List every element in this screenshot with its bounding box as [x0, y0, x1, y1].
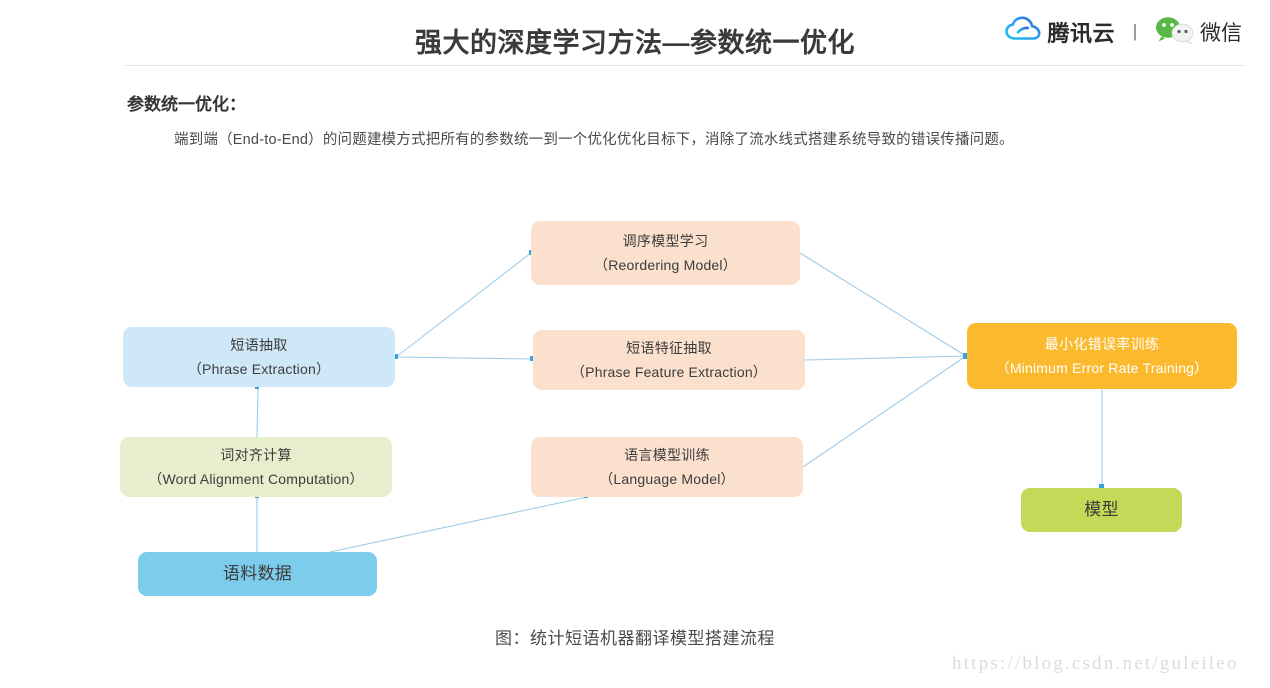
- section-heading: 参数统一优化：: [127, 95, 246, 114]
- node-phrase-feature-extraction[interactable]: 短语特征抽取 （Phrase Feature Extraction）: [533, 330, 805, 390]
- node-label-en: （Language Model）: [599, 471, 735, 487]
- node-language-model[interactable]: 语言模型训练 （Language Model）: [531, 437, 803, 497]
- header-divider: [125, 65, 1245, 66]
- brand-area: 腾讯云 丨 微信: [1005, 12, 1242, 52]
- figure-caption: 图：统计短语机器翻译模型搭建流程: [495, 629, 775, 648]
- node-label-en: （Phrase Extraction）: [187, 361, 331, 377]
- edge-corpus-to-language-model: [329, 496, 588, 553]
- node-label-cn: 语言模型训练: [624, 446, 710, 463]
- slide-header: 强大的深度学习方法—参数统一优化 腾讯云 丨: [0, 0, 1270, 66]
- node-word-alignment-computation[interactable]: 词对齐计算 （Word Alignment Computation）: [120, 437, 392, 497]
- tencent-cloud-label: 腾讯云: [1047, 21, 1115, 46]
- section-paragraph: 端到端（End-to-End）的问题建模方式把所有的参数统一到一个优化优化目标下…: [174, 132, 1014, 148]
- node-minimum-error-rate-training[interactable]: 最小化错误率训练 （Minimum Error Rate Training）: [967, 323, 1237, 389]
- wechat-brand: 微信: [1153, 15, 1242, 50]
- node-label-cn: 词对齐计算: [220, 446, 292, 463]
- node-reordering-model[interactable]: 调序模型学习 （Reordering Model）: [531, 221, 800, 285]
- edge-phrase-extraction-to-reordering: [395, 252, 532, 358]
- watermark: https://blog.csdn.net/guleileo: [952, 653, 1239, 674]
- node-label-cn: 模型: [1084, 499, 1119, 519]
- node-label-cn: 最小化错误率训练: [1044, 335, 1160, 352]
- node-phrase-extraction[interactable]: 短语抽取 （Phrase Extraction）: [123, 327, 395, 387]
- edge-word-alignment-to-phrase-extraction: [256, 386, 259, 438]
- node-corpus-data[interactable]: 语料数据: [138, 552, 377, 596]
- page-title: 强大的深度学习方法—参数统一优化: [415, 28, 855, 58]
- wechat-logo-icon: [1153, 15, 1195, 50]
- node-label-en: （Phrase Feature Extraction）: [570, 364, 768, 380]
- node-label-cn: 调序模型学习: [622, 232, 709, 249]
- node-label-cn: 短语特征抽取: [626, 339, 712, 356]
- tencent-cloud-logo-icon: [1005, 16, 1041, 49]
- node-label-cn: 语料数据: [222, 563, 293, 583]
- edge-reordering-to-mert: [799, 252, 967, 357]
- edge-language-model-to-mert: [802, 355, 967, 468]
- tencent-cloud-brand: 腾讯云: [1005, 16, 1115, 49]
- brand-divider: 丨: [1126, 23, 1144, 43]
- node-model[interactable]: 模型: [1021, 488, 1182, 532]
- node-label-cn: 短语抽取: [230, 336, 288, 353]
- node-label-en: （Word Alignment Computation）: [148, 471, 364, 487]
- node-label-en: （Minimum Error Rate Training）: [995, 360, 1209, 376]
- node-label-en: （Reordering Model）: [594, 257, 737, 273]
- edge-phrase-feature-to-mert: [804, 355, 967, 361]
- edge-phrase-extraction-to-phrase-feature: [395, 356, 534, 360]
- wechat-label: 微信: [1200, 22, 1242, 45]
